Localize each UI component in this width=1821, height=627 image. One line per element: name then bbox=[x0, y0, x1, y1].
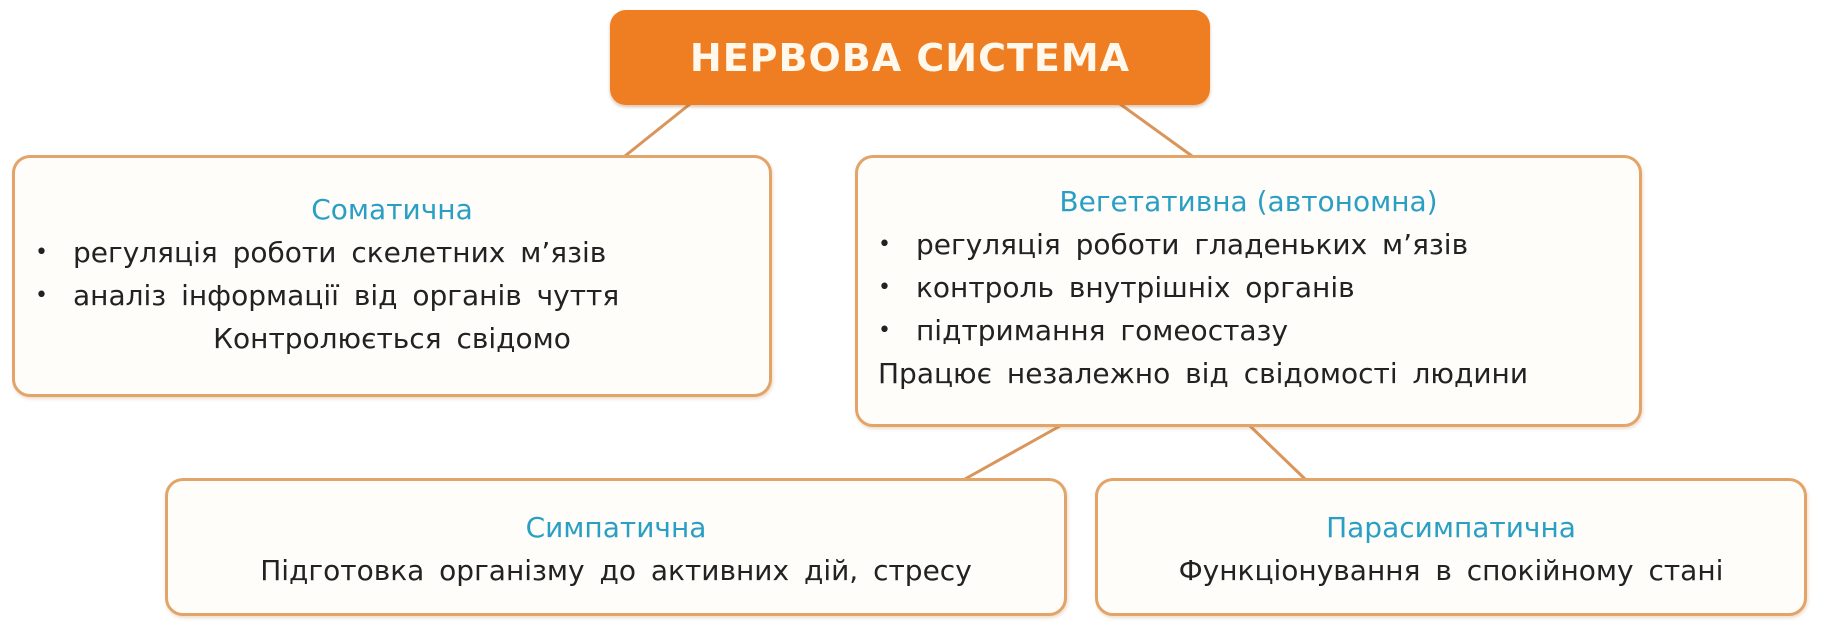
node-title: Симпатична bbox=[525, 511, 707, 544]
feature-list: регуляція роботи гладеньких м’язів контр… bbox=[858, 223, 1639, 352]
list-item: регуляція роботи скелетних м’язів bbox=[15, 231, 769, 274]
node-note: Працює незалежно від свідомості людини bbox=[878, 357, 1529, 390]
node-title: Вегетативна (автономна) bbox=[1059, 185, 1438, 218]
node-somatic: Соматична регуляція роботи скелетних м’я… bbox=[12, 155, 772, 397]
connector-root-somatic bbox=[624, 102, 691, 158]
feature-list: регуляція роботи скелетних м’язів аналіз… bbox=[15, 231, 769, 317]
list-item: регуляція роботи гладеньких м’язів bbox=[858, 223, 1639, 266]
node-parasympathetic: Парасимпатична Функціонування в спокійно… bbox=[1095, 478, 1807, 616]
node-title: Соматична bbox=[311, 193, 473, 226]
root-label: НЕРВОВА СИСТЕМА bbox=[689, 35, 1131, 80]
node-title: Парасимпатична bbox=[1326, 511, 1576, 544]
node-sympathetic: Симпатична Підготовка організму до актив… bbox=[165, 478, 1067, 616]
root-node-nervous-system: НЕРВОВА СИСТЕМА bbox=[610, 10, 1210, 105]
connector-autonomic-parasympathetic bbox=[1248, 424, 1307, 481]
list-item: підтримання гомеостазу bbox=[858, 309, 1639, 352]
connector-root-autonomic bbox=[1119, 102, 1193, 158]
node-note: Підготовка організму до активних дій, ст… bbox=[260, 554, 972, 587]
node-note: Контролюється свідомо bbox=[213, 322, 571, 355]
node-note: Функціонування в спокійному стані bbox=[1178, 554, 1724, 587]
list-item: аналіз інформації від органів чуття bbox=[15, 274, 769, 317]
list-item: контроль внутрішніх органів bbox=[858, 266, 1639, 309]
connector-autonomic-sympathetic bbox=[964, 424, 1061, 481]
node-autonomic: Вегетативна (автономна) регуляція роботи… bbox=[855, 155, 1642, 427]
